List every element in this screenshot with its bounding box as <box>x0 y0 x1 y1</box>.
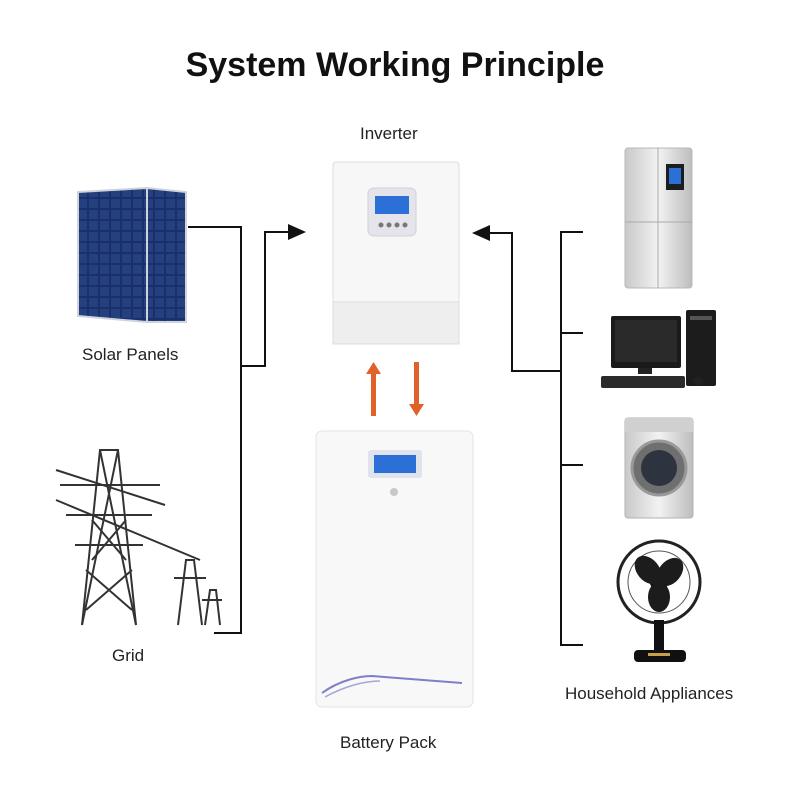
desktop-computer-icon <box>601 310 716 388</box>
inverter-label: Inverter <box>360 124 418 143</box>
diagram-title: System Working Principle <box>185 46 605 84</box>
household-appliances-label: Household Appliances <box>565 684 734 703</box>
inverter-icon <box>332 161 460 345</box>
washing-machine-icon <box>624 417 694 519</box>
input-wiring <box>188 224 306 634</box>
battery-pack-label: Battery Pack <box>340 733 437 752</box>
battery-pack-icon <box>315 430 474 708</box>
output-wiring <box>472 225 583 646</box>
power-grid-tower-icon <box>55 449 222 626</box>
battery-charge-arrows <box>366 362 424 416</box>
grid-label: Grid <box>112 646 145 665</box>
solar-panel-icon <box>77 186 187 324</box>
electric-fan-icon <box>616 539 702 662</box>
solar-panels-label: Solar Panels <box>82 345 179 364</box>
refrigerator-icon <box>624 147 693 289</box>
